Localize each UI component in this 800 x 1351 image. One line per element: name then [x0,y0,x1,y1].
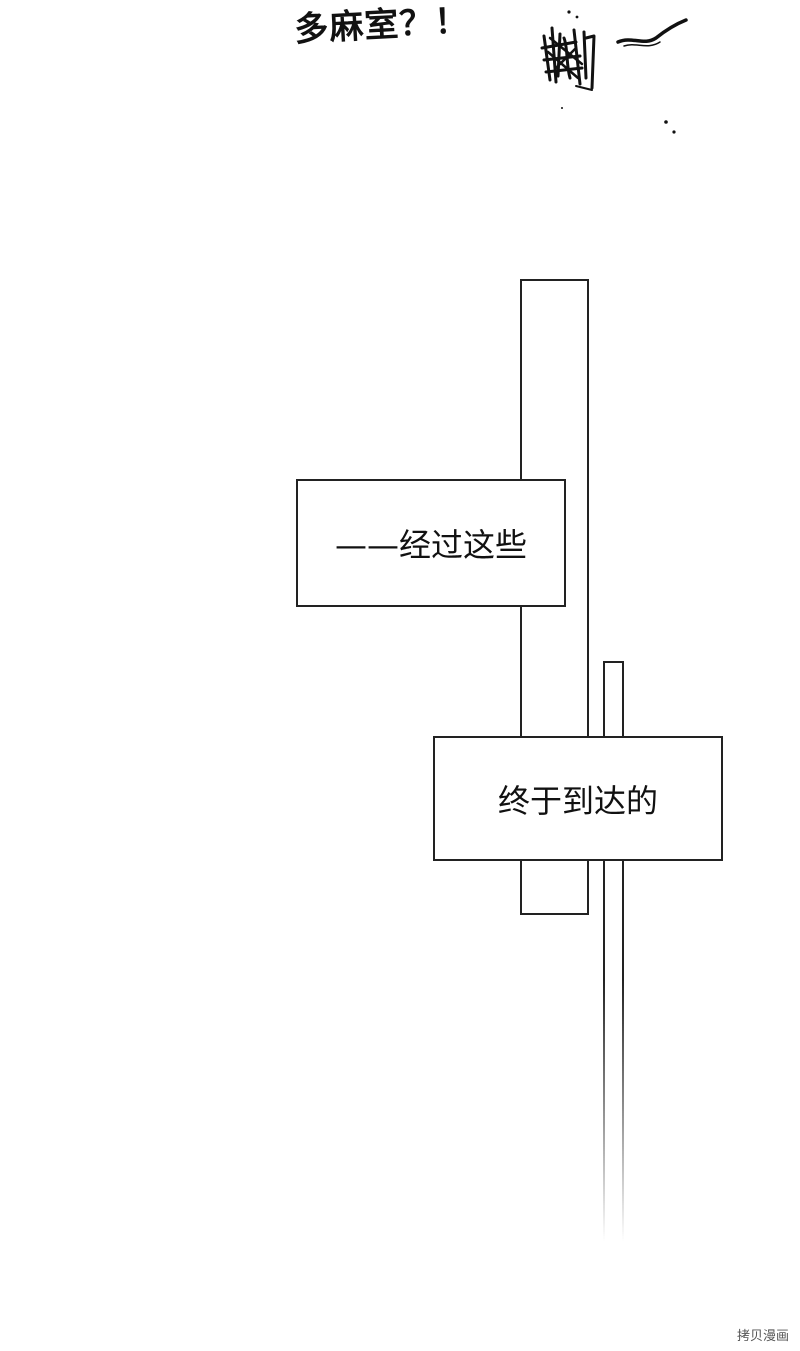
caption-text-second: 终于到达的 [497,781,658,820]
scribble-sound-effect [540,10,688,134]
sound-effect-text: 多麻室？！ [293,0,471,50]
watermark: 拷贝漫画 [733,1324,792,1345]
caption-text-first: ——经过这些 [334,526,527,564]
caption-box-first: ——经过这些 [296,479,566,607]
caption-box-second: 终于到达的 [433,736,723,861]
